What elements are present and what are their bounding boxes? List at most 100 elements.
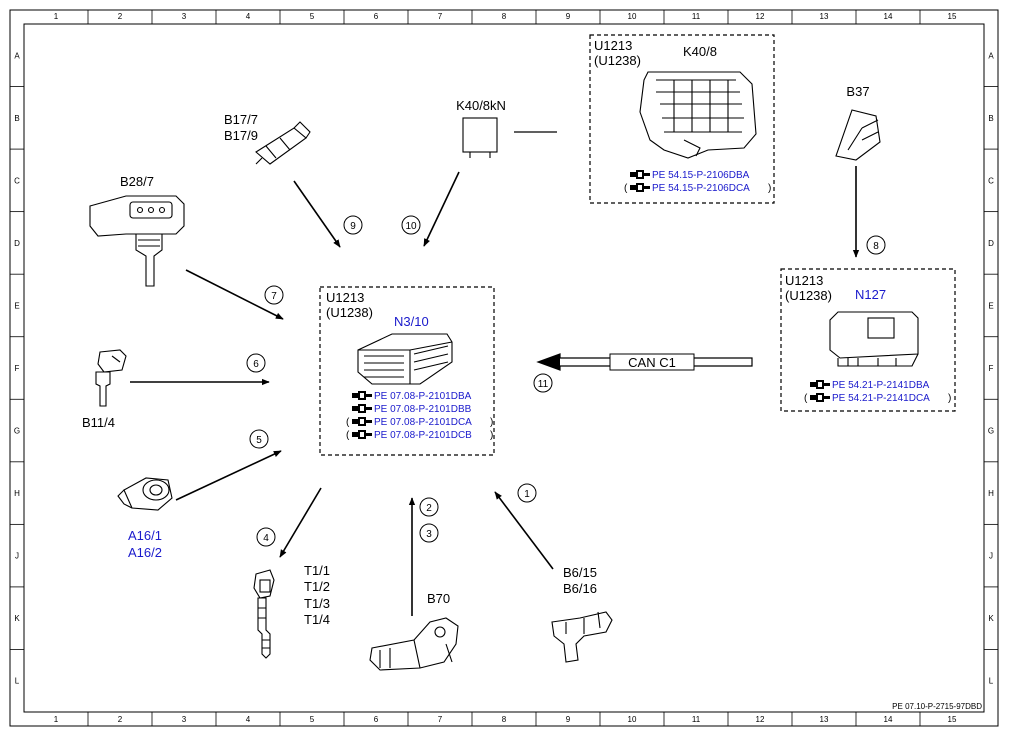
b6-16-label: B6/16 [563, 581, 597, 596]
a16-knock-sensor: A16/1 A16/2 [117, 477, 173, 560]
grid-row-label: A [988, 51, 994, 60]
grid-row-label: H [14, 489, 20, 498]
signal-number-10: 10 [401, 215, 421, 235]
svg-text:9: 9 [350, 221, 356, 232]
svg-text:2: 2 [426, 503, 432, 514]
b6-15-label: B6/15 [563, 565, 597, 580]
pointing-hand-icon [352, 391, 372, 400]
a16-2-label: A16/2 [128, 545, 162, 560]
grid-column-label: 14 [884, 715, 893, 724]
svg-text:10: 10 [405, 221, 417, 232]
grid-row-label: G [14, 427, 20, 436]
svg-text:8: 8 [873, 241, 879, 252]
drawing-frame [9, 9, 999, 727]
grid-row-label: L [989, 677, 994, 686]
n127-box-refs: PE 54.21-P-2141DBA ( PE 54.21-P-2141DCA) [804, 380, 951, 404]
b11-4-label: B11/4 [82, 415, 115, 430]
reference-text: PE 54.21-P-2141DBA [832, 380, 930, 391]
grid-row-label: E [988, 301, 993, 310]
grid-column-label: 6 [374, 12, 379, 21]
a16-1-label: A16/1 [128, 528, 162, 543]
reference-close-paren: ) [490, 417, 493, 428]
reference-open-paren: ( [804, 393, 808, 404]
central-unit-n3-10: U1213 (U1238) N3/10 PE 07.08-P-2101DBAPE… [319, 286, 495, 456]
grid-column-label: 3 [182, 715, 187, 724]
reference-link[interactable]: PE 54.15-P-2106DBA [630, 170, 750, 181]
svg-text:5: 5 [256, 435, 262, 446]
grid-row-label: D [14, 239, 20, 248]
b70-crankshaft-sensor: B70 [369, 591, 459, 671]
reference-link[interactable]: ( PE 54.21-P-2141DCA) [804, 393, 951, 404]
grid-row-label: L [15, 677, 20, 686]
grid-row-label: G [988, 427, 994, 436]
b17-7-label: B17/7 [224, 112, 258, 127]
signal-number-11: 11 [533, 373, 553, 393]
k40-box-refs: PE 54.15-P-2106DBA (PE 54.15-P-2106DCA) [624, 170, 771, 194]
grid-column-label: 9 [566, 12, 571, 21]
reference-close-paren: ) [948, 393, 951, 404]
k40-8kn-label: K40/8kN [456, 98, 506, 113]
svg-text:4: 4 [263, 533, 269, 544]
reference-link[interactable]: (PE 07.08-P-2101DCA) [346, 417, 493, 428]
grid-column-label: 6 [374, 715, 379, 724]
t1-ignition-coil: T1/1 T1/2 T1/3 T1/4 [253, 563, 330, 659]
grid-column-label: 13 [820, 715, 829, 724]
grid-row-label: A [14, 51, 20, 60]
reference-text: PE 07.08-P-2101DBB [374, 404, 472, 415]
reference-close-paren: ) [490, 430, 493, 441]
reference-text: PE 54.21-P-2141DCA [832, 393, 930, 404]
pointing-hand-icon [630, 170, 650, 179]
n127-box-code1: U1213 [785, 273, 823, 288]
signal-number-4: 4 [256, 527, 276, 547]
grid-column-label: 1 [54, 12, 59, 21]
reference-text: PE 07.08-P-2101DCB [374, 430, 472, 441]
grid-column-label: 4 [246, 715, 251, 724]
can-bus-label: CAN C1 [628, 355, 676, 370]
signal-number-3: 3 [419, 523, 439, 543]
central-unit-code2: (U1238) [326, 305, 373, 320]
signal-number-6: 6 [246, 353, 266, 373]
pointing-hand-icon [352, 417, 372, 426]
grid-column-label: 10 [628, 715, 637, 724]
k40-box-code1: U1213 [594, 38, 632, 53]
reference-text: PE 07.08-P-2101DBA [374, 391, 472, 402]
svg-text:1: 1 [524, 489, 530, 500]
b70-label: B70 [427, 591, 450, 606]
reference-open-paren: ( [346, 430, 350, 441]
grid-column-label: 7 [438, 12, 443, 21]
k40-box-name: K40/8 [683, 44, 717, 59]
pointing-hand-icon [810, 380, 830, 389]
b37-pedal-sensor: B37 [835, 84, 881, 161]
reference-link[interactable]: PE 54.21-P-2141DBA [810, 380, 930, 391]
grid-row-label: E [14, 301, 19, 310]
reference-link[interactable]: ( PE 07.08-P-2101DCB) [346, 430, 493, 441]
b28-7-pressure-sensor: B28/7 [89, 174, 185, 287]
grid-column-label: 8 [502, 12, 507, 21]
reference-text: PE 54.15-P-2106DBA [652, 170, 750, 181]
pointing-hand-icon [352, 404, 372, 413]
b17-9-label: B17/9 [224, 128, 258, 143]
t1-2-label: T1/2 [304, 579, 330, 594]
svg-text:6: 6 [253, 359, 259, 370]
reference-link[interactable]: (PE 54.15-P-2106DCA) [624, 183, 771, 194]
grid-column-label: 7 [438, 715, 443, 724]
grid-column-label: 14 [884, 12, 893, 21]
can-c1-bus: CAN C1 [536, 353, 753, 371]
reference-link[interactable]: PE 07.08-P-2101DBA [352, 391, 472, 402]
signal-number-1: 1 [517, 483, 537, 503]
grid-row-label: J [15, 552, 19, 561]
grid-row-label: C [14, 176, 20, 185]
n127-box-name: N127 [855, 287, 886, 302]
grid-column-label: 5 [310, 12, 315, 21]
b37-label: B37 [846, 84, 869, 99]
t1-1-label: T1/1 [304, 563, 330, 578]
pointing-hand-icon [630, 183, 650, 192]
grid-column-label: 2 [118, 715, 123, 724]
signal-number-2: 2 [419, 497, 439, 517]
central-unit-code1: U1213 [326, 290, 364, 305]
grid-column-label: 10 [628, 12, 637, 21]
signal-arrows [130, 166, 860, 616]
reference-link[interactable]: PE 07.08-P-2101DBB [352, 404, 472, 415]
grid-row-label: D [988, 239, 994, 248]
